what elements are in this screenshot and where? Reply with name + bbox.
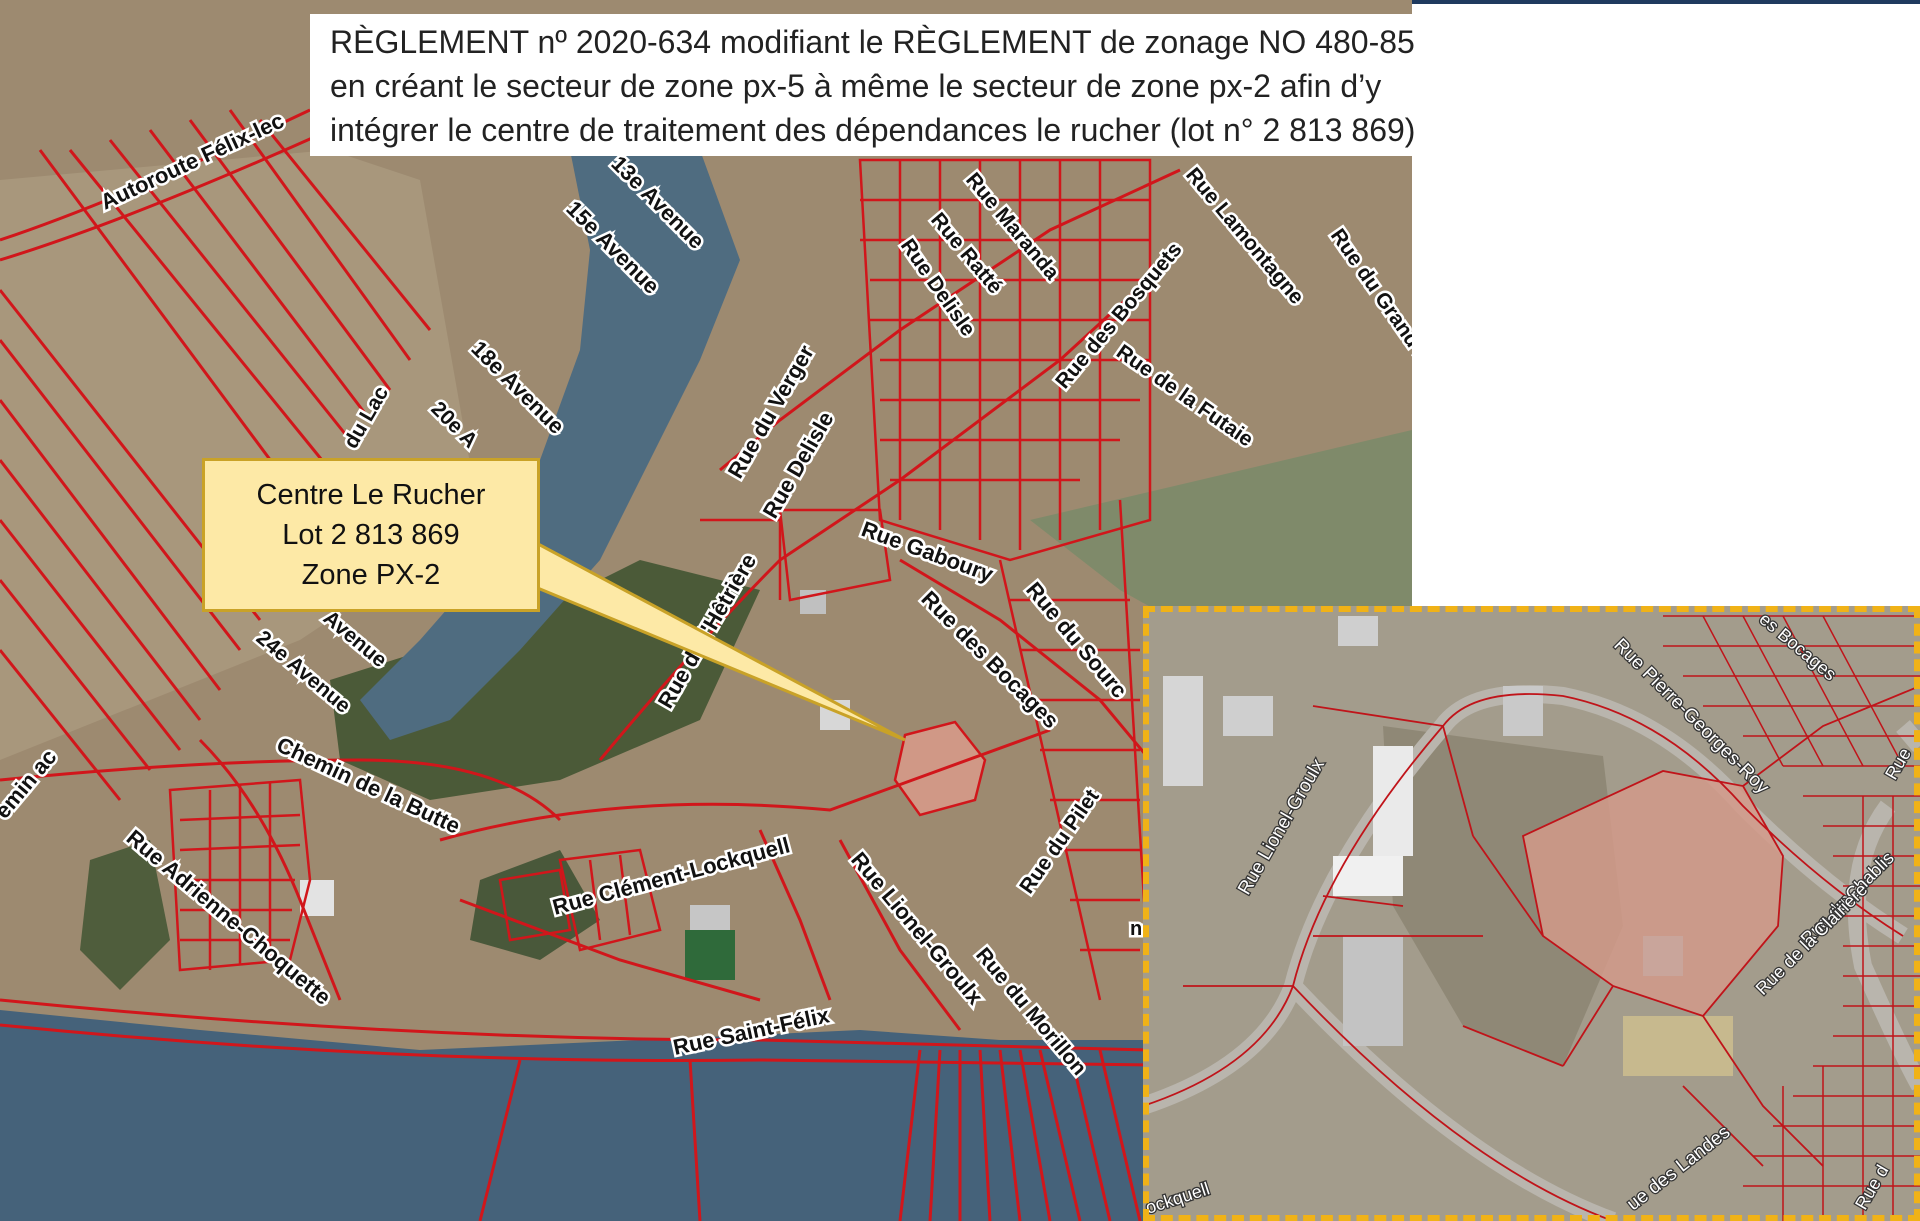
building — [1223, 696, 1273, 736]
building — [1643, 936, 1683, 976]
callout-line: Zone PX-2 — [301, 559, 441, 591]
title-line: intégrer le centre de traitement des dép… — [330, 112, 1416, 148]
residential-parcels-east — [498, 158, 1152, 1001]
callout-le-rucher: Centre Le Rucher Lot 2 813 869 Zone PX-2 — [202, 458, 540, 612]
forest-area — [470, 850, 600, 960]
residential-parcels-west — [168, 778, 312, 972]
building — [1163, 676, 1203, 786]
title-background — [310, 14, 1610, 156]
field — [1623, 1016, 1733, 1076]
inset-parcel-lines — [1143, 685, 1920, 1221]
callout-line: Lot 2 813 869 — [282, 519, 460, 551]
farm-fields — [0, 150, 480, 760]
forest-area — [80, 840, 170, 990]
building — [1343, 936, 1403, 1046]
bylaw-title: RÈGLEMENT nº 2020-634 modifiant le RÈGLE… — [330, 20, 1600, 152]
building — [1338, 616, 1378, 646]
title-line: en créant le secteur de zone px-5 à même… — [330, 68, 1382, 104]
building — [1373, 746, 1413, 856]
callout-line: Centre Le Rucher — [256, 479, 486, 511]
inset-map[interactable]: Rue Lionel-Groulx Rue Pierre-Georges-Roy… — [1143, 606, 1920, 1221]
title-line: RÈGLEMENT nº 2020-634 modifiant le RÈGLE… — [330, 24, 1415, 60]
building — [820, 700, 850, 730]
lot-outline — [893, 720, 987, 817]
inset-residential-parcels — [1663, 615, 1920, 1221]
inset-dashed-border — [1143, 606, 1920, 1221]
sports-field — [685, 930, 735, 980]
inset-woods — [1383, 726, 1623, 1066]
parcel-lines — [0, 108, 1182, 1221]
river — [360, 150, 740, 740]
highlighted-lot-2813869 — [1523, 771, 1783, 1016]
